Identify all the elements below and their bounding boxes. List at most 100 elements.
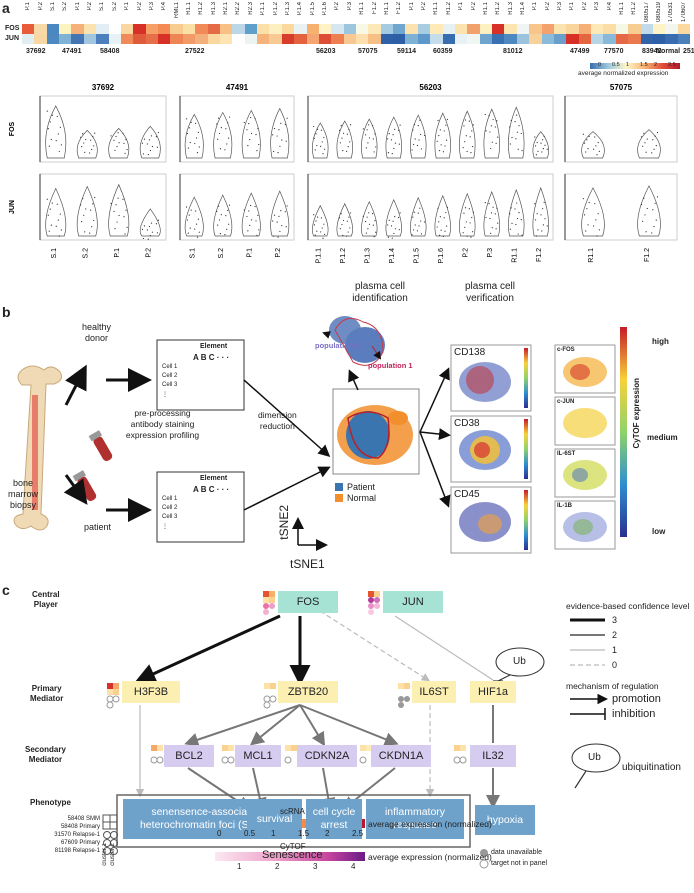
heatmap-column-label: P.4 [161, 2, 168, 11]
legend-normal: Normal [347, 493, 377, 503]
violin-point [536, 141, 538, 144]
cytof-label: CyTOF [280, 842, 306, 851]
violin-point [387, 224, 389, 226]
violin-shape [76, 129, 98, 159]
violin-point [197, 218, 200, 220]
violin-point [446, 206, 448, 209]
violin-point [217, 138, 219, 140]
violin-point [246, 129, 248, 131]
expression-mini-grids [106, 591, 467, 764]
violin-point [317, 216, 319, 218]
heatmap-cell [504, 34, 518, 44]
violin-point [89, 152, 91, 154]
violin-point [655, 219, 657, 221]
violin-point [437, 207, 439, 209]
violin-point [339, 228, 341, 230]
violin-point [142, 237, 145, 240]
violin-point [509, 126, 511, 128]
violin-point [248, 210, 250, 212]
violin-point [254, 205, 256, 208]
violin-point [594, 136, 596, 138]
violin-point [126, 148, 128, 151]
heatmap-cell [281, 34, 295, 44]
violin-point [393, 147, 395, 149]
violin-point [147, 153, 149, 156]
violin-point [322, 237, 324, 239]
violin-point [313, 214, 315, 216]
violin-point [281, 139, 283, 141]
violin-point [348, 216, 350, 218]
heatmap-column-label: F1.2 [371, 2, 378, 15]
violin-point [413, 143, 415, 146]
violin-shape [434, 112, 451, 159]
violin-point [189, 141, 191, 144]
violin-point [488, 203, 490, 205]
violin-point [510, 119, 512, 122]
heatmap-column-label: P.1 [532, 2, 539, 11]
tier-primary: Primary Mediator [30, 684, 64, 703]
violin-point [544, 218, 546, 220]
heatmap-column-label: P.1 [408, 2, 415, 11]
heatmap-cell [393, 24, 406, 34]
heatmap-cell [257, 24, 270, 34]
violin-point [186, 132, 189, 135]
violin-point [468, 120, 470, 122]
phenotype-survival: survival [247, 799, 302, 839]
violin-point [89, 232, 91, 234]
heatmap-column-label: R1.1 [618, 2, 625, 15]
colorbar-a-tick: 2 [654, 62, 658, 68]
legend-ubiquitination: ubiquitination [622, 762, 681, 773]
violin-point [463, 212, 465, 214]
heatmap-cell [628, 34, 641, 44]
violin-point [419, 207, 421, 209]
violin-point [535, 235, 537, 237]
violin-point [642, 220, 644, 222]
violin-point [463, 125, 465, 127]
violin-point [284, 123, 286, 126]
violin-point [155, 136, 157, 138]
violin-point [515, 223, 517, 226]
heatmap-cell [34, 34, 48, 44]
heatmap-cell [120, 24, 134, 34]
marker-cd138: CD138 [454, 347, 486, 358]
violin-point [645, 231, 647, 233]
patient-label: 59114 [397, 48, 417, 55]
legend-conf-0: 0 [612, 660, 618, 670]
violin-point [247, 230, 249, 232]
violin-point [495, 228, 497, 230]
violin-point [492, 118, 494, 121]
bone-marrow-label: bone marrow biopsy [8, 478, 39, 510]
violin-point [284, 211, 286, 213]
violin-point [156, 146, 158, 148]
colorbar-a-label: average normalized expression [578, 70, 669, 77]
violin-point [59, 213, 61, 215]
violin-point [420, 133, 422, 136]
violin-point [286, 117, 288, 119]
heatmap-cell [232, 24, 245, 34]
violin-point [490, 147, 492, 150]
violin-point [60, 144, 62, 146]
cytof-tick: 4 [351, 862, 356, 871]
violin-point [511, 136, 513, 139]
heatmap-cell [318, 24, 332, 34]
violin-point [420, 220, 422, 222]
violin-point [83, 142, 85, 144]
violin-point [514, 208, 516, 210]
heatmap-column-label: F1.2 [396, 2, 403, 15]
violin-point [394, 128, 396, 130]
violin-point [471, 145, 474, 148]
heatmap-column-label: R2.3 [247, 2, 254, 15]
heatmap-cell [170, 34, 184, 44]
violin-x-label: S.2 [218, 248, 225, 259]
heatmap-cell [553, 34, 567, 44]
node-h3f3b: H3F3B [122, 681, 180, 703]
violin-point [250, 204, 252, 207]
violin-point [515, 138, 517, 140]
violin-point [464, 141, 466, 143]
violin-x-label: R1.1 [511, 248, 518, 263]
violin-point [195, 122, 197, 124]
violin-x-label: P.1.1 [315, 248, 322, 264]
violin-x-label: P.1.5 [413, 248, 420, 264]
violin-point [257, 214, 259, 217]
violin-point [371, 125, 374, 127]
